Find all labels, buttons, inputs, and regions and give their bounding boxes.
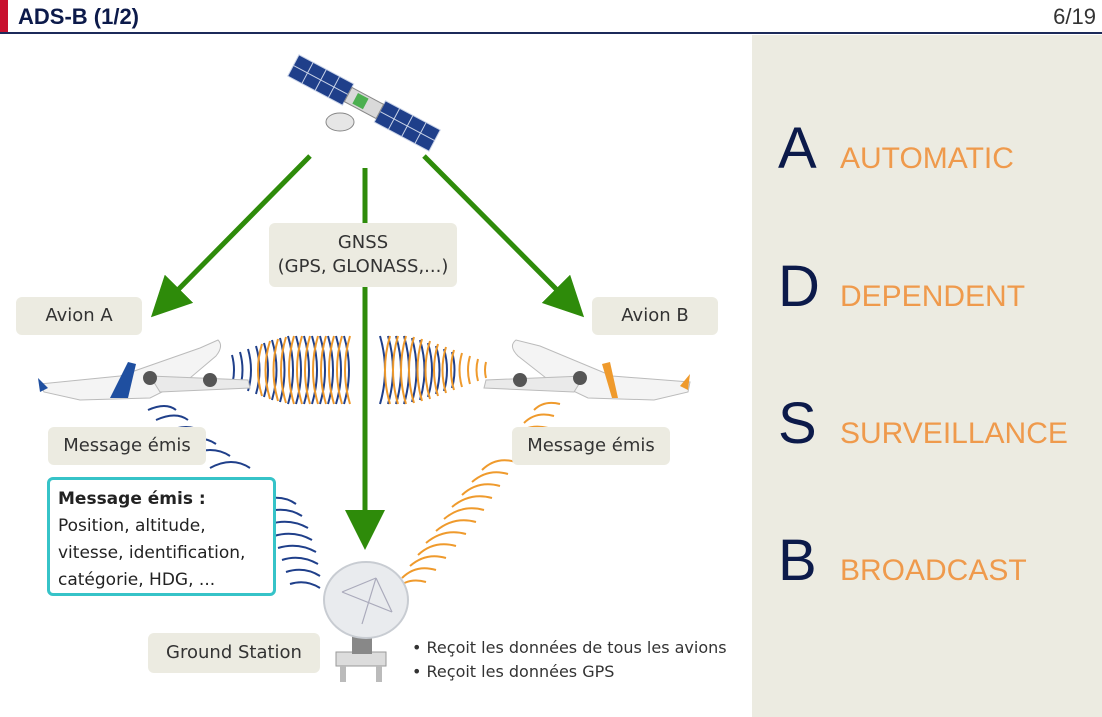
acronym-word: AUTOMATIC xyxy=(840,142,1014,175)
adsb-diagram xyxy=(38,54,691,682)
message-a-label: Message émis xyxy=(48,427,206,465)
acronym-word: DEPENDENT xyxy=(840,280,1026,313)
satellite-icon xyxy=(287,54,441,152)
acronym-letter: B xyxy=(778,528,817,593)
gnss-arrow-to-avion-b xyxy=(422,154,585,318)
message-box-line: catégorie, HDG, ... xyxy=(58,570,216,590)
message-box-line: Position, altitude, xyxy=(58,516,206,536)
gnss-label-line1: GNSS xyxy=(337,232,389,253)
gnss-arrow-to-avion-a xyxy=(150,154,312,318)
message-box-title: Message émis : xyxy=(58,489,206,509)
bullet-item: • Reçoit les données GPS xyxy=(412,662,615,681)
avion-a-label: Avion A xyxy=(16,297,142,335)
message-box-line: vitesse, identification, xyxy=(58,543,246,563)
message-content-box: Message émis : Position, altitude, vites… xyxy=(47,477,276,596)
slide-header: ADS-B (1/2) 6/19 xyxy=(0,0,1102,34)
acronym-letter: A xyxy=(778,116,817,181)
acronym-row-a: A AUTOMATIC xyxy=(778,115,1014,182)
airplane-a-icon xyxy=(38,339,251,401)
ground-station-bullets: • Reçoit les données de tous les avions … xyxy=(412,636,727,684)
message-b-label: Message émis xyxy=(512,427,670,465)
acronym-row-b: B BROADCAST xyxy=(778,527,1027,594)
acronym-panel: A AUTOMATIC D DEPENDENT S SURVEILLANCE B… xyxy=(752,35,1102,717)
ground-station-antenna-icon xyxy=(323,561,409,682)
radio-waves-air-to-air xyxy=(231,335,487,405)
avion-b-label: Avion B xyxy=(592,297,718,335)
bullet-item: • Reçoit les données de tous les avions xyxy=(412,638,727,657)
gnss-label-line2: (GPS, GLONASS,...) xyxy=(277,256,449,277)
acronym-row-s: S SURVEILLANCE xyxy=(778,390,1068,457)
acronym-word: SURVEILLANCE xyxy=(840,417,1068,450)
gnss-label: GNSS (GPS, GLONASS,...) xyxy=(269,223,457,287)
header-accent-bar xyxy=(0,0,8,34)
acronym-word: BROADCAST xyxy=(840,554,1027,587)
acronym-row-d: D DEPENDENT xyxy=(778,253,1025,320)
ground-station-label: Ground Station xyxy=(148,633,320,673)
acronym-letter: D xyxy=(778,254,820,319)
airplane-b-icon xyxy=(483,339,691,401)
slide-title: ADS-B (1/2) xyxy=(18,4,140,29)
header-rule xyxy=(0,32,1102,34)
acronym-letter: S xyxy=(778,391,817,456)
page-number: 6/19 xyxy=(1053,4,1096,29)
